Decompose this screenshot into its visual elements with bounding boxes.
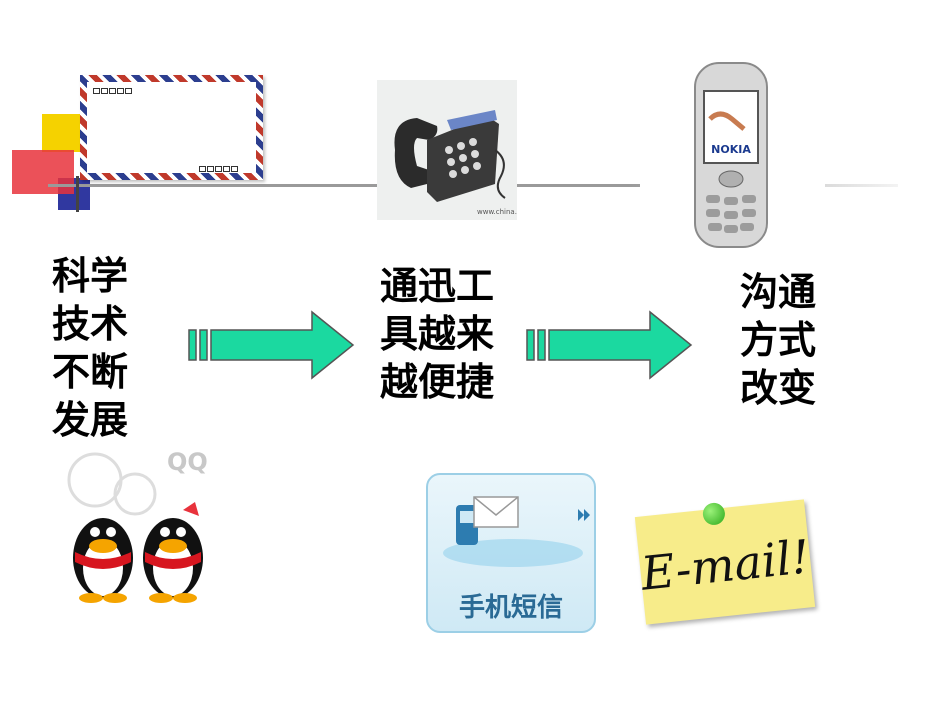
envelope-image	[80, 75, 263, 180]
deco-square-red	[12, 150, 74, 194]
email-note-image: E-mail!	[634, 499, 816, 625]
mobile-phone-image: NOKIA	[640, 55, 825, 250]
telephone-icon: www.china.cn	[394, 110, 525, 216]
step-text-communication-change: 沟通 方式 改变	[740, 270, 817, 410]
sms-envelope-icon	[443, 496, 590, 567]
desk-phone-image: www.china.cn	[377, 80, 525, 220]
sms-card-image: 手机短信	[426, 473, 596, 633]
sms-label: 手机短信	[458, 593, 563, 623]
divider-tick	[76, 176, 79, 212]
phone-brand-label: NOKIA	[711, 143, 751, 156]
divider-line	[48, 184, 628, 187]
deco-square-yellow	[42, 114, 80, 152]
step-text-tools-convenient: 通迅工 具越来 越便捷	[380, 264, 495, 404]
qq-logo-text: QQ	[167, 448, 208, 476]
mobile-phone-icon: NOKIA	[694, 62, 768, 248]
step-text-science-progress: 科学 技术 不断 发展	[52, 254, 129, 442]
qq-penguin-icon: QQ	[67, 448, 208, 603]
phone-watermark: www.china.cn	[477, 208, 517, 216]
qq-penguins-image: QQ	[55, 440, 220, 610]
pushpin-icon	[701, 501, 727, 526]
arrow-right-icon	[526, 310, 693, 380]
email-note-text: E-mail!	[638, 529, 813, 601]
arrow-right-icon	[188, 310, 355, 380]
